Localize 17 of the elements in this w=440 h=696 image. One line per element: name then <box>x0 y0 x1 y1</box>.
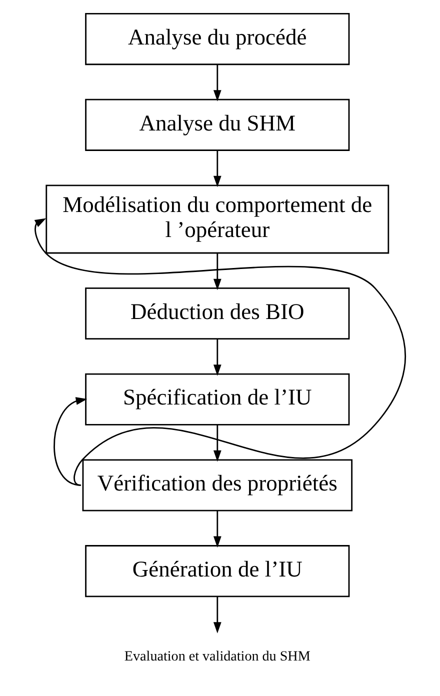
node-box: Vérification des propriétés <box>82 459 353 512</box>
node-box: Analyse du SHM <box>85 98 350 151</box>
node-box: Déduction des BIO <box>85 287 350 340</box>
arrow <box>213 424 222 462</box>
arrow <box>213 64 222 102</box>
arrow <box>213 338 222 376</box>
arrow <box>34 218 406 486</box>
arrow <box>213 510 222 548</box>
node-box: Analyse du procédé <box>85 13 350 66</box>
node-box: Spécification de l’IU <box>85 373 350 426</box>
node-box: Modélisation du comportement de l ’opérateur <box>46 184 390 254</box>
arrow <box>213 596 222 634</box>
arrow <box>54 397 88 486</box>
arrow <box>213 150 222 188</box>
node-box: Génération de l’IU <box>85 545 350 598</box>
arrow <box>213 253 222 290</box>
node-text: Evaluation et validation du SHM <box>124 648 310 664</box>
